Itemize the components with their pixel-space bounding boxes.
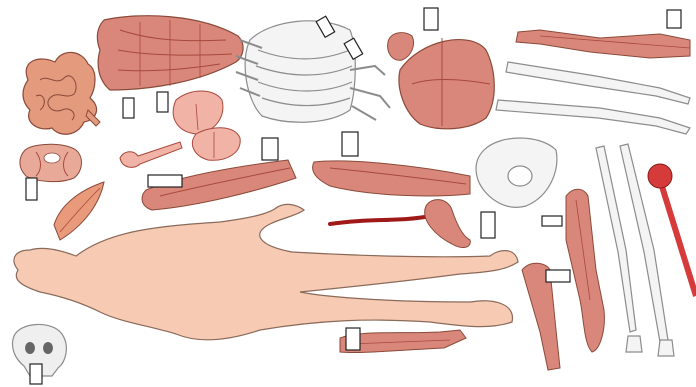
kidney[interactable] xyxy=(388,33,414,61)
thigh-muscle-right[interactable] xyxy=(313,132,470,196)
arm-bones-right[interactable] xyxy=(496,62,690,134)
label-tag xyxy=(26,178,37,200)
large-intestine[interactable] xyxy=(23,52,100,134)
arm-muscle-upper-right[interactable] xyxy=(516,10,690,58)
skull[interactable] xyxy=(12,324,66,384)
pectoral-muscles[interactable] xyxy=(399,8,494,129)
lower-leg-muscle[interactable] xyxy=(522,263,570,370)
rib-cage[interactable] xyxy=(236,16,390,122)
face-muscles[interactable] xyxy=(20,144,82,200)
artery[interactable] xyxy=(330,216,430,224)
small-intestine[interactable] xyxy=(54,182,104,240)
heart-trachea[interactable] xyxy=(120,142,182,167)
lungs[interactable] xyxy=(173,91,240,160)
stomach[interactable] xyxy=(425,200,471,248)
forearm-muscle[interactable] xyxy=(340,328,466,353)
